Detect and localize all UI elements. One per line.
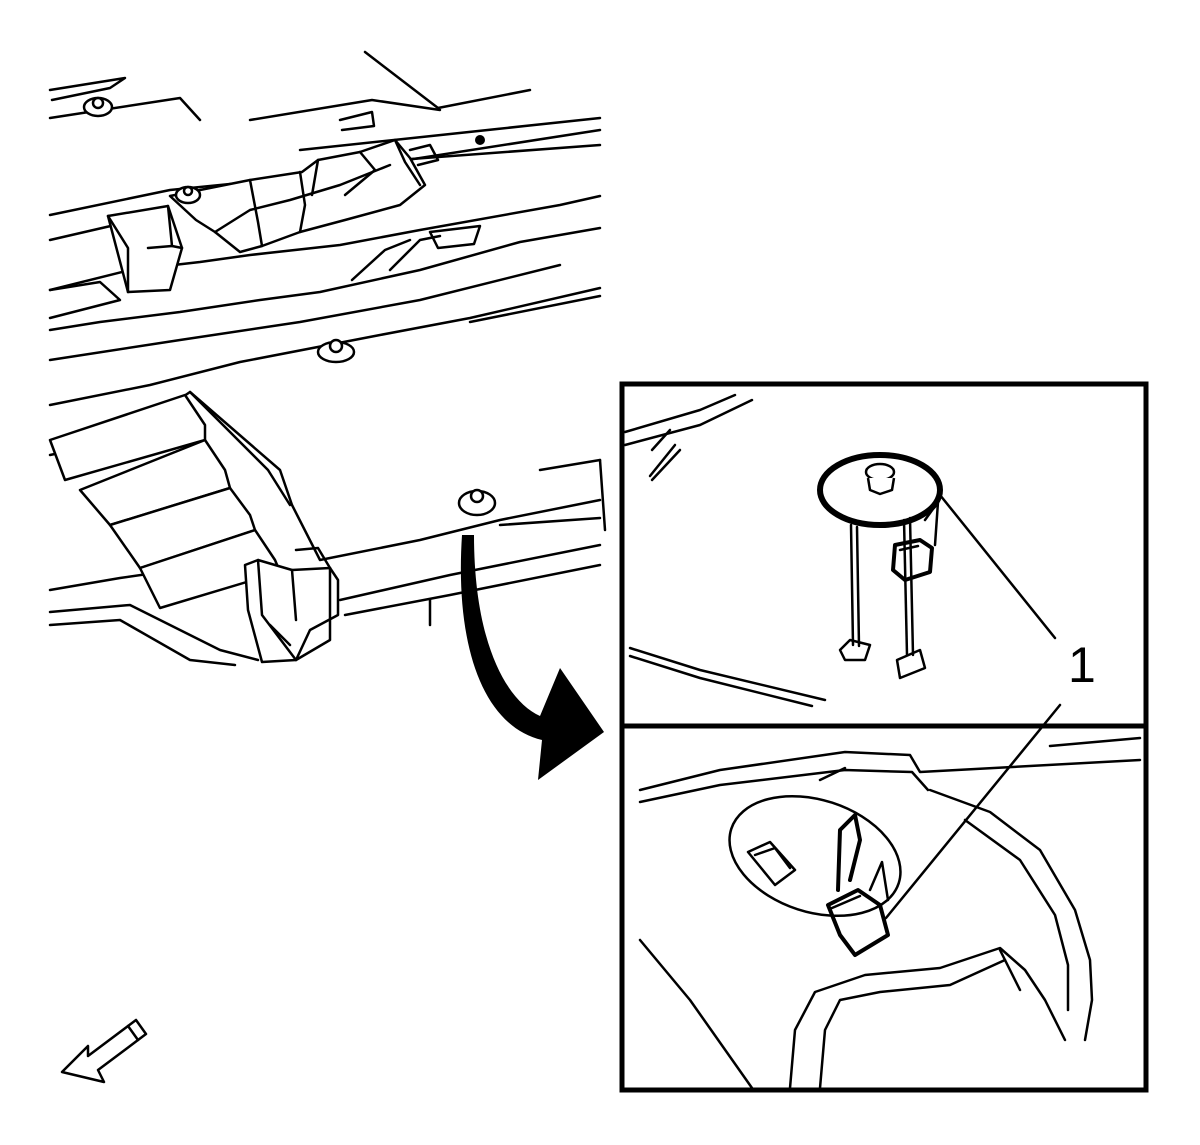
view-transition-arrow-icon — [460, 535, 604, 780]
fuel-sender-detail — [623, 393, 1057, 708]
fastener-icon — [316, 338, 356, 364]
sender-cap-icon — [864, 462, 896, 496]
direction-arrow-icon — [60, 1018, 148, 1084]
vehicle-underbody-view — [48, 50, 607, 667]
access-hole-icon — [728, 794, 902, 918]
drain-hole-icon — [475, 135, 485, 145]
electrical-connector-icon — [891, 500, 940, 582]
electrical-connector-icon — [826, 813, 890, 957]
fuel-tank-detail — [638, 703, 1142, 1090]
fastener-icon — [82, 96, 114, 118]
callout-1-label: 1 — [1068, 637, 1096, 693]
fastener-icon — [174, 185, 202, 205]
sender-plug-icon — [746, 840, 797, 887]
fuel-pump-access-plug-icon — [457, 488, 497, 517]
detail-view-frame — [619, 381, 1149, 1093]
